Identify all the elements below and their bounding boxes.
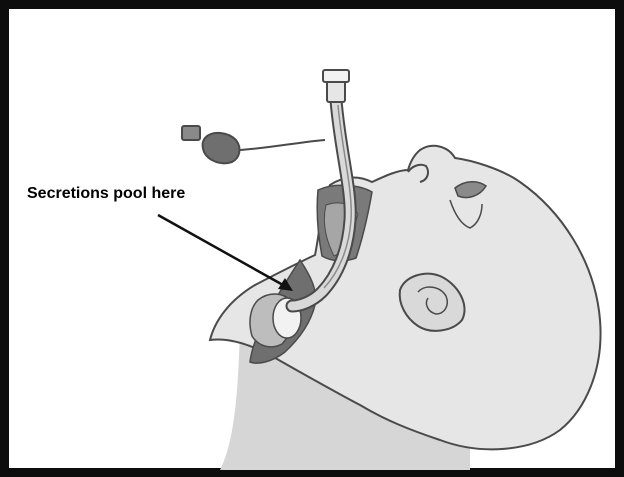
callout-arrow-line (158, 215, 283, 285)
callout-label: Secretions pool here (27, 185, 185, 203)
tube-connector-tip (323, 70, 349, 82)
tube-connector (327, 80, 345, 102)
pilot-valve (182, 126, 200, 140)
pilot-line (240, 140, 325, 150)
pilot-balloon (203, 133, 240, 163)
